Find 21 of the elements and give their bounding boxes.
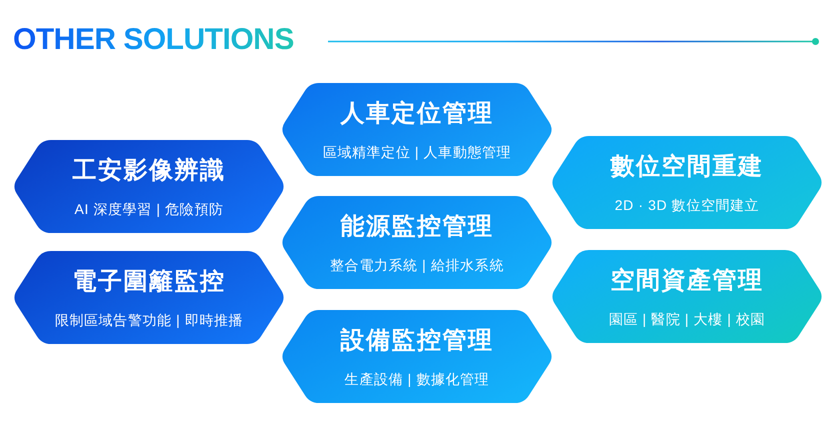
hexagon-card [12,140,286,233]
card-subtitle: 2D · 3D 數位空間建立 [614,196,760,214]
card-subtitle: 整合電力系統 | 給排水系統 [330,256,504,274]
card-heading: 空間資產管理 [610,267,764,295]
hexagon-card [280,196,554,289]
hexagon-card [550,250,824,343]
card-heading: 工安影像辨識 [72,157,226,185]
card-heading: 數位空間重建 [610,153,764,181]
card-heading: 設備監控管理 [340,327,494,355]
card-subtitle: 園區 | 醫院 | 大樓 | 校園 [608,310,766,328]
card-heading: 能源監控管理 [340,213,494,241]
card-subtitle: 生產設備 | 數據化管理 [344,370,490,388]
card-subtitle: 限制區域告警功能 | 即時推播 [54,311,244,329]
card-heading: 電子圍籬監控 [72,268,226,296]
hexagon-card [12,251,286,344]
card-heading: 人車定位管理 [340,100,494,128]
card-subtitle: 區域精準定位 | 人車動態管理 [322,143,512,161]
card-subtitle: AI 深度學習 | 危險預防 [74,200,224,218]
hexagon-card [280,83,554,176]
hexagon-card [550,136,824,229]
hexagon-card [280,310,554,403]
